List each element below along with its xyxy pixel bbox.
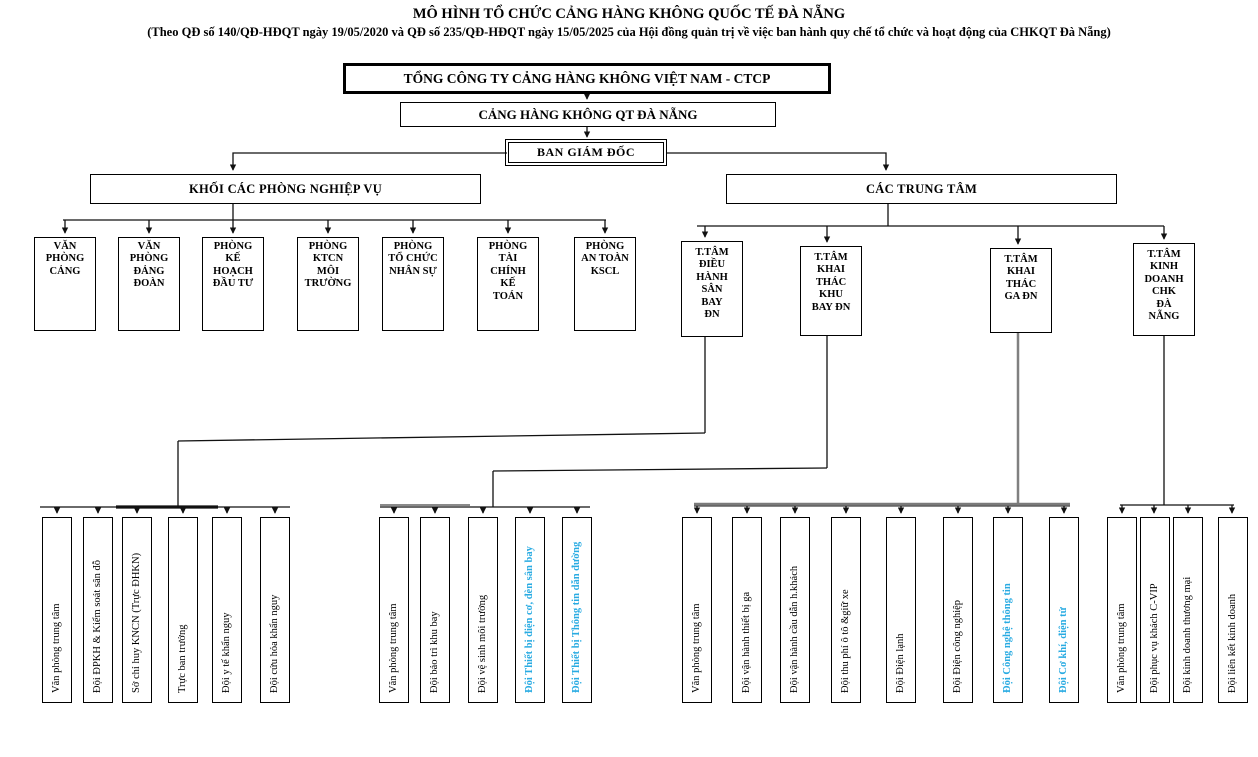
team-label: Đội vệ sinh môi trường [476,594,488,693]
team-label: Văn phòng trung tâm [690,603,702,693]
team-box: Đội kinh doanh thương mại [1173,517,1203,703]
team-box: Đội Điện công nghiệp [943,517,973,703]
dept-box: PHÒNG TÀI CHÍNH KẾ TOÁN [477,237,539,331]
org-box-centers-block: CÁC TRUNG TÂM [726,174,1117,204]
dept-box: VĂN PHÒNG ĐẢNG ĐOÀN [118,237,180,331]
team-box: Đội Điện lạnh [886,517,916,703]
dept-box: PHÒNG KTCN MÔI TRƯỜNG [297,237,359,331]
org-box-departments-block: KHỐI CÁC PHÒNG NGHIỆP VỤ [90,174,481,204]
team-box: Sở chỉ huy KNCN (Trực ĐHKN) [122,517,152,703]
team-box: Văn phòng trung tâm [682,517,712,703]
dept-box: PHÒNG TỔ CHỨC NHÂN SỰ [382,237,444,331]
team-label: Văn phòng trung tâm [387,603,399,693]
team-label: Đội kinh doanh thương mại [1181,576,1193,693]
team-label: Đội bảo trì khu bay [428,611,440,693]
team-label: Đội Điện công nghiệp [951,599,963,693]
dept-box: PHÒNG AN TOÀN KSCL [574,237,636,331]
dept-box: PHÒNG KẾ HOẠCH ĐẦU TƯ [202,237,264,331]
center-box: T.TÂM ĐIỀU HÀNH SÂN BAY ĐN [681,241,743,337]
team-box: Trực ban trưởng [168,517,198,703]
team-label: Văn phòng trung tâm [50,603,62,693]
team-box: Văn phòng trung tâm [1107,517,1137,703]
team-box: Văn phòng trung tâm [379,517,409,703]
org-box-airport: CẢNG HÀNG KHÔNG QT ĐÀ NẴNG [400,102,776,127]
team-box: Đội phục vụ khách C-VIP [1140,517,1170,703]
team-label: Đội Thiết bị điện cơ, đèn sân bay [523,546,535,693]
team-box: Đội vệ sinh môi trường [468,517,498,703]
team-box: Văn phòng trung tâm [42,517,72,703]
team-box: Đội vận hành thiết bị ga [732,517,762,703]
org-box-board: BAN GIÁM ĐỐC [505,139,667,166]
team-box: Đội ĐPKH & Kiểm soát sân đỗ [83,517,113,703]
page-subtitle: (Theo QĐ số 140/QĐ-HĐQT ngày 19/05/2020 … [147,25,1111,39]
team-label: Đội ĐPKH & Kiểm soát sân đỗ [91,560,103,693]
team-label: Đội Công nghệ thông tin [1001,583,1013,693]
center-box: T.TÂM KHAI THÁC GA ĐN [990,248,1052,333]
team-label: Sở chỉ huy KNCN (Trực ĐHKN) [130,552,142,693]
team-label: Đội y tế khẩn nguy [220,612,232,694]
team-label: Đội vận hành cầu dẫn h.khách [788,565,800,693]
team-box: Đội bảo trì khu bay [420,517,450,703]
team-box: Đội thu phí ô tô &giữ xe [831,517,861,703]
team-box: Đội cứu hỏa khẩn nguy [260,517,290,703]
team-label: Đội liên kết kinh doanh [1226,593,1238,693]
team-label: Đội Thiết bị Thông tin dẫn đường [570,541,582,693]
team-label: Trực ban trưởng [176,624,188,693]
page-title: MÔ HÌNH TỔ CHỨC CẢNG HÀNG KHÔNG QUỐC TẾ … [412,6,846,22]
team-box: Đội y tế khẩn nguy [212,517,242,703]
team-box: Đội vận hành cầu dẫn h.khách [780,517,810,703]
team-box: Đội Công nghệ thông tin [993,517,1023,703]
team-label: Đội phục vụ khách C-VIP [1148,583,1160,693]
center-box: T.TÂM KINH DOANH CHK ĐÀ NẴNG [1133,243,1195,336]
team-box: Đội Thiết bị Thông tin dẫn đường [562,517,592,703]
team-box: Đội Cơ khí, điện tử [1049,517,1079,703]
dept-box: VĂN PHÒNG CẢNG [34,237,96,331]
org-box-corporation: TỔNG CÔNG TY CẢNG HÀNG KHÔNG VIỆT NAM - … [343,63,831,94]
team-label: Văn phòng trung tâm [1115,603,1127,693]
team-label: Đội vận hành thiết bị ga [740,591,752,693]
team-label: Đội cứu hỏa khẩn nguy [268,594,280,693]
center-box: T.TÂM KHAI THÁC KHU BAY ĐN [800,246,862,336]
team-box: Đội liên kết kinh doanh [1218,517,1248,703]
team-label: Đội Điện lạnh [894,633,906,694]
team-label: Đội thu phí ô tô &giữ xe [839,589,851,693]
team-label: Đội Cơ khí, điện tử [1057,607,1069,693]
team-box: Đội Thiết bị điện cơ, đèn sân bay [515,517,545,703]
